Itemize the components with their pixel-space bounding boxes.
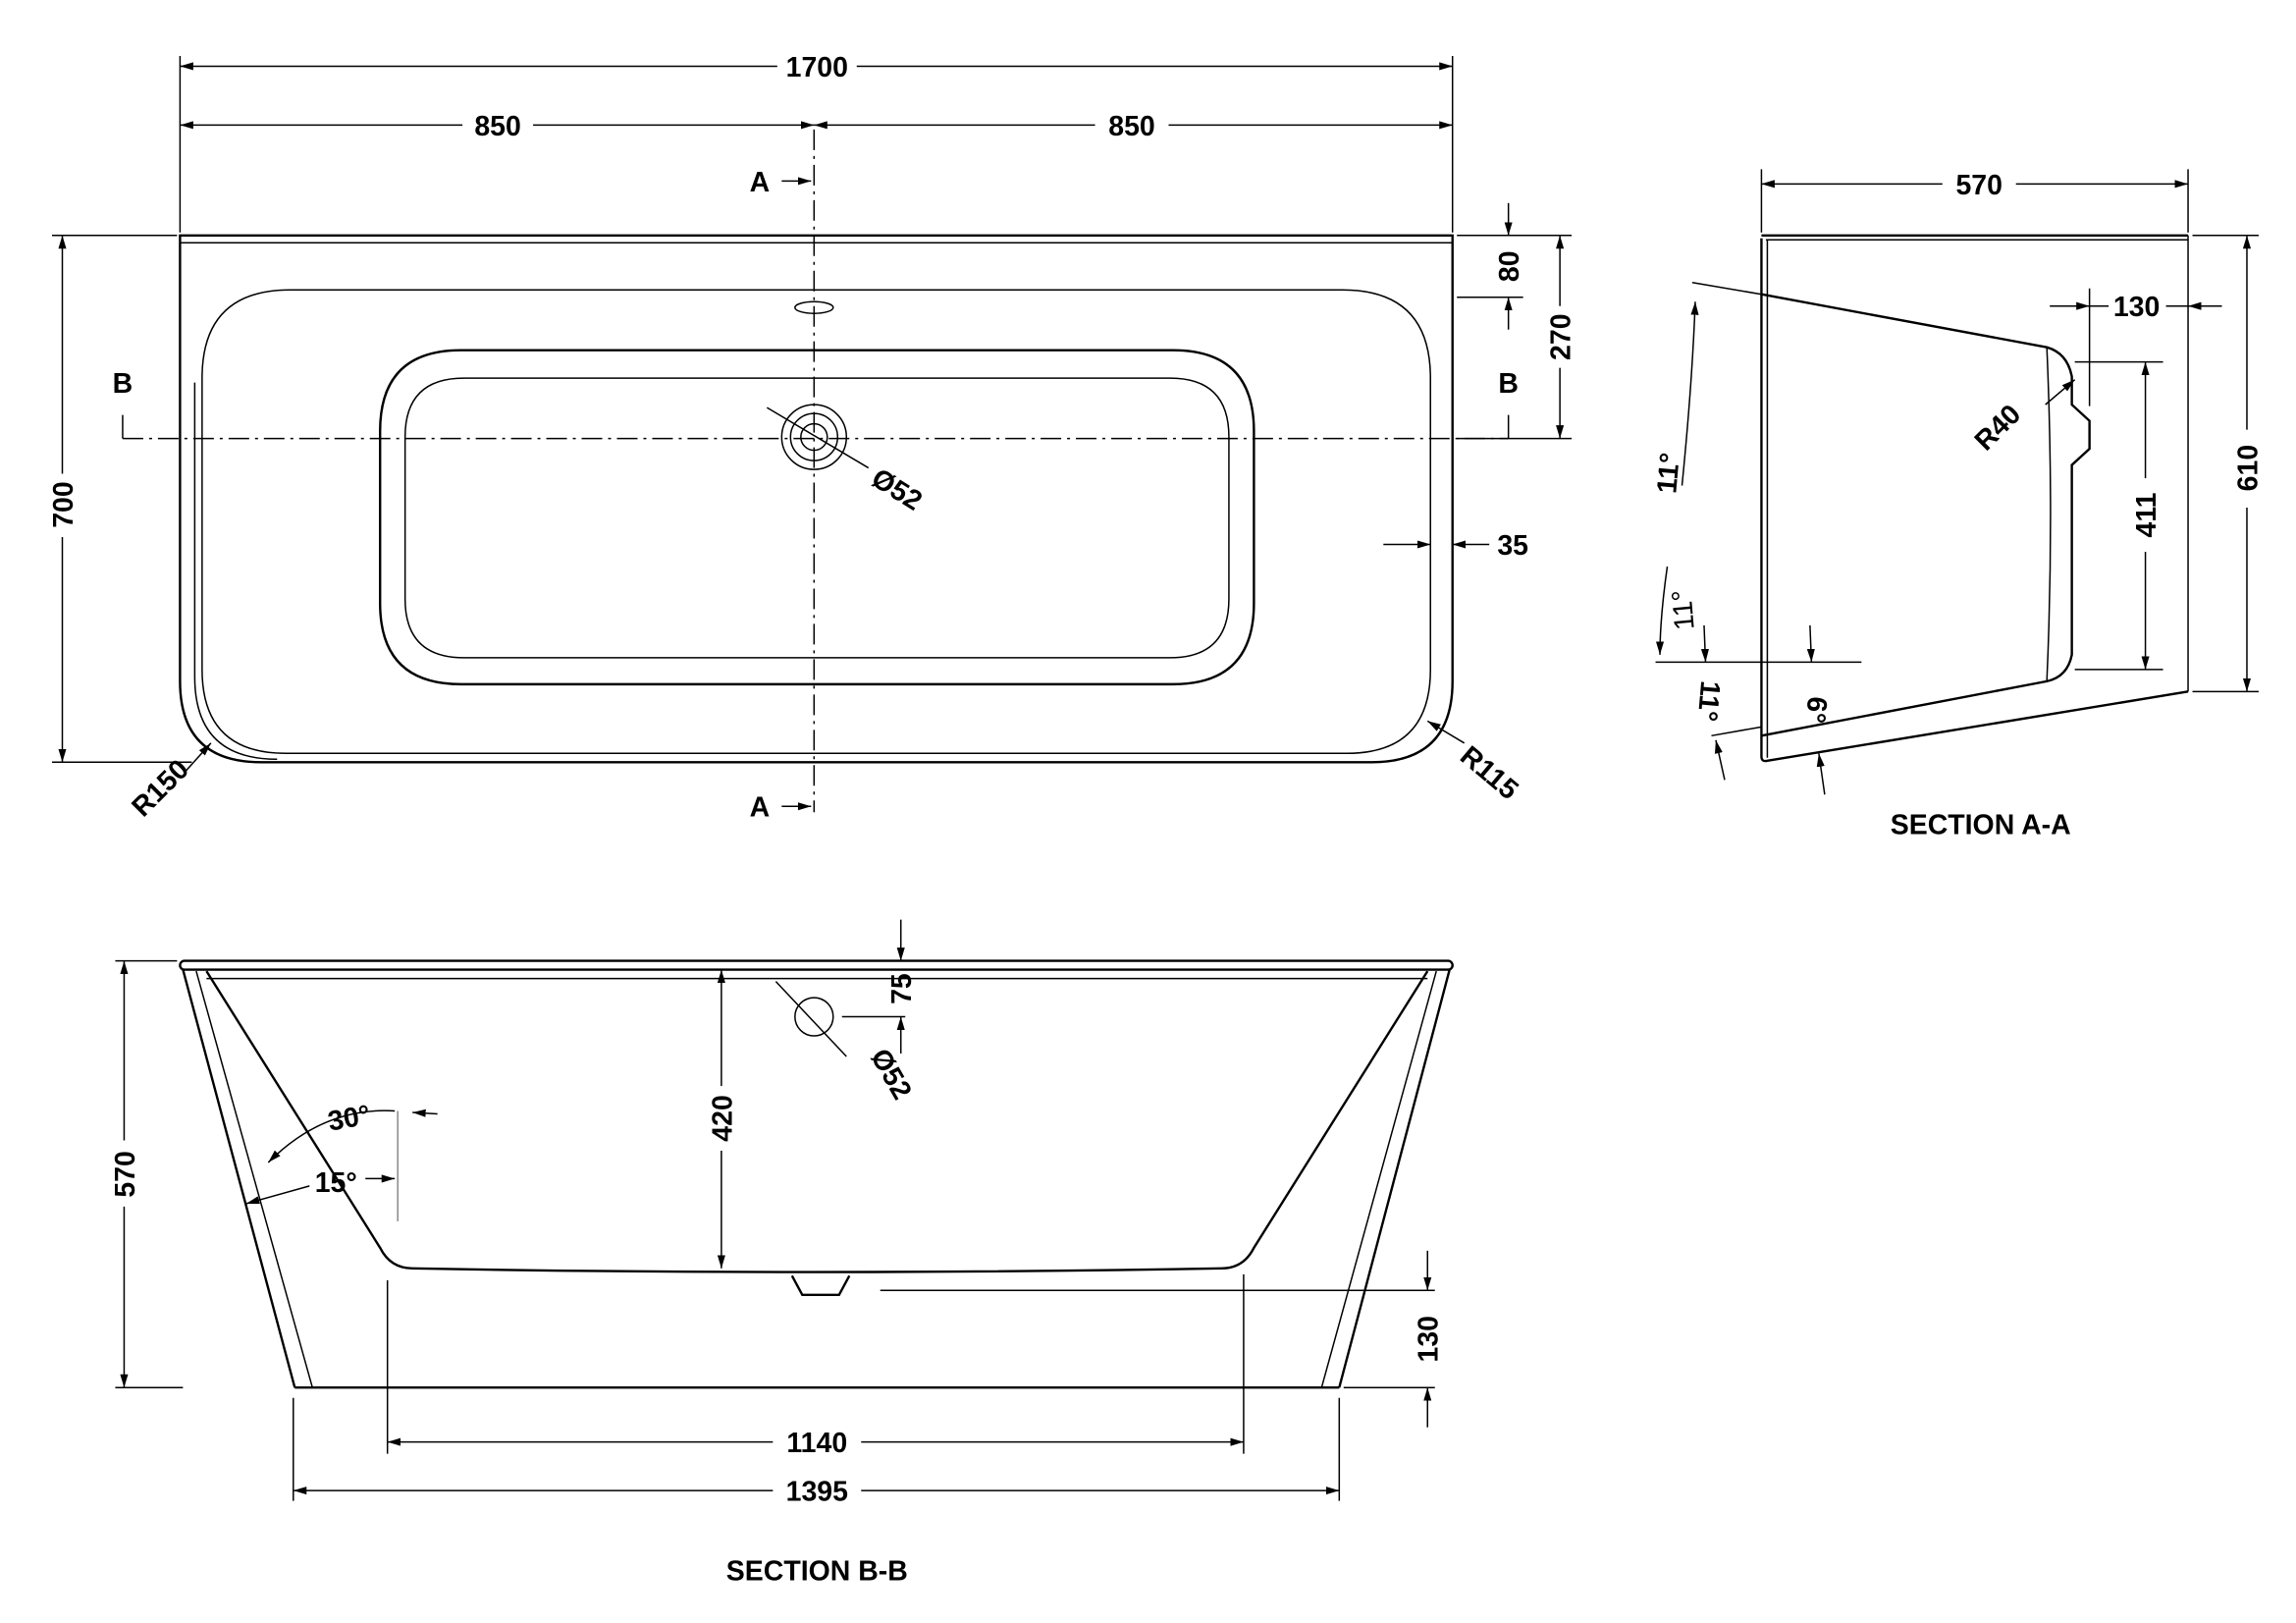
dim-half-left: 850 (474, 111, 521, 142)
basin-outer (379, 349, 1255, 686)
dim-half-right: 850 (1108, 111, 1155, 142)
dim-height: 570 (110, 1151, 141, 1198)
dim-inner-depth: 420 (707, 1095, 738, 1142)
section-bb-title: SECTION B-B (726, 1556, 908, 1588)
dim-height: 610 (2232, 445, 2264, 491)
dim-width: 700 (48, 481, 80, 527)
angle-outer: 15° (315, 1167, 357, 1199)
section-bb-basin (205, 970, 1429, 1273)
dim-base-length: 1395 (786, 1477, 848, 1508)
plan-view: A A B B 1700 850 850 700 80 270 35 R150 … (48, 52, 1577, 824)
dim-radius: R40 (1969, 399, 2028, 458)
dim-drain-offset: 270 (1546, 313, 1577, 360)
basin-floor (403, 377, 1230, 659)
dim-radius-left: R150 (126, 754, 195, 824)
overflow-hole (794, 997, 834, 1037)
dim-inner-height: 411 (2131, 492, 2163, 537)
dim-drain-dia: Ø52 (866, 462, 928, 517)
dim-base-clearance: 130 (1414, 1316, 1445, 1363)
section-aa-inner (1761, 293, 2091, 737)
dim-rim-side: 35 (1497, 530, 1528, 562)
angle-mid: 11° (1666, 588, 1700, 631)
angle-floor: 6° (1799, 695, 1833, 725)
section-bb-view: 570 420 75 Ø52 30° 15° 130 1140 1395 SEC… (110, 919, 1454, 1588)
dim-overflow-offset: 130 (2113, 292, 2161, 323)
section-aa-title: SECTION A-A (1891, 810, 2071, 841)
plan-rim-inner (201, 289, 1431, 755)
dim-depth: 570 (1955, 170, 2002, 201)
section-aa-view: 570 610 411 130 R40 11° 11° 11° 6° SECTI… (1651, 169, 2264, 841)
section-b-label: B (113, 368, 133, 400)
dim-overall-length: 1700 (786, 52, 848, 83)
dim-overflow-dia: Ø52 (864, 1044, 918, 1106)
section-a-label: A (750, 792, 771, 824)
section-bb-rim (179, 959, 1454, 971)
dim-floor-length: 1140 (786, 1428, 847, 1459)
dim-overflow-drop: 75 (886, 973, 918, 1004)
plan-outline (179, 234, 1454, 764)
angle-inner: 30° (326, 1100, 373, 1138)
angle-bottom: 11° (1691, 679, 1726, 723)
dim-radius-right: R115 (1454, 740, 1524, 806)
section-aa-outline (1760, 238, 2189, 763)
section-a-label: A (750, 167, 771, 198)
dim-rim-back: 80 (1494, 250, 1525, 282)
section-b-label: B (1498, 368, 1519, 400)
section-bb-waste (790, 1274, 851, 1297)
angle-top: 11° (1651, 452, 1685, 495)
